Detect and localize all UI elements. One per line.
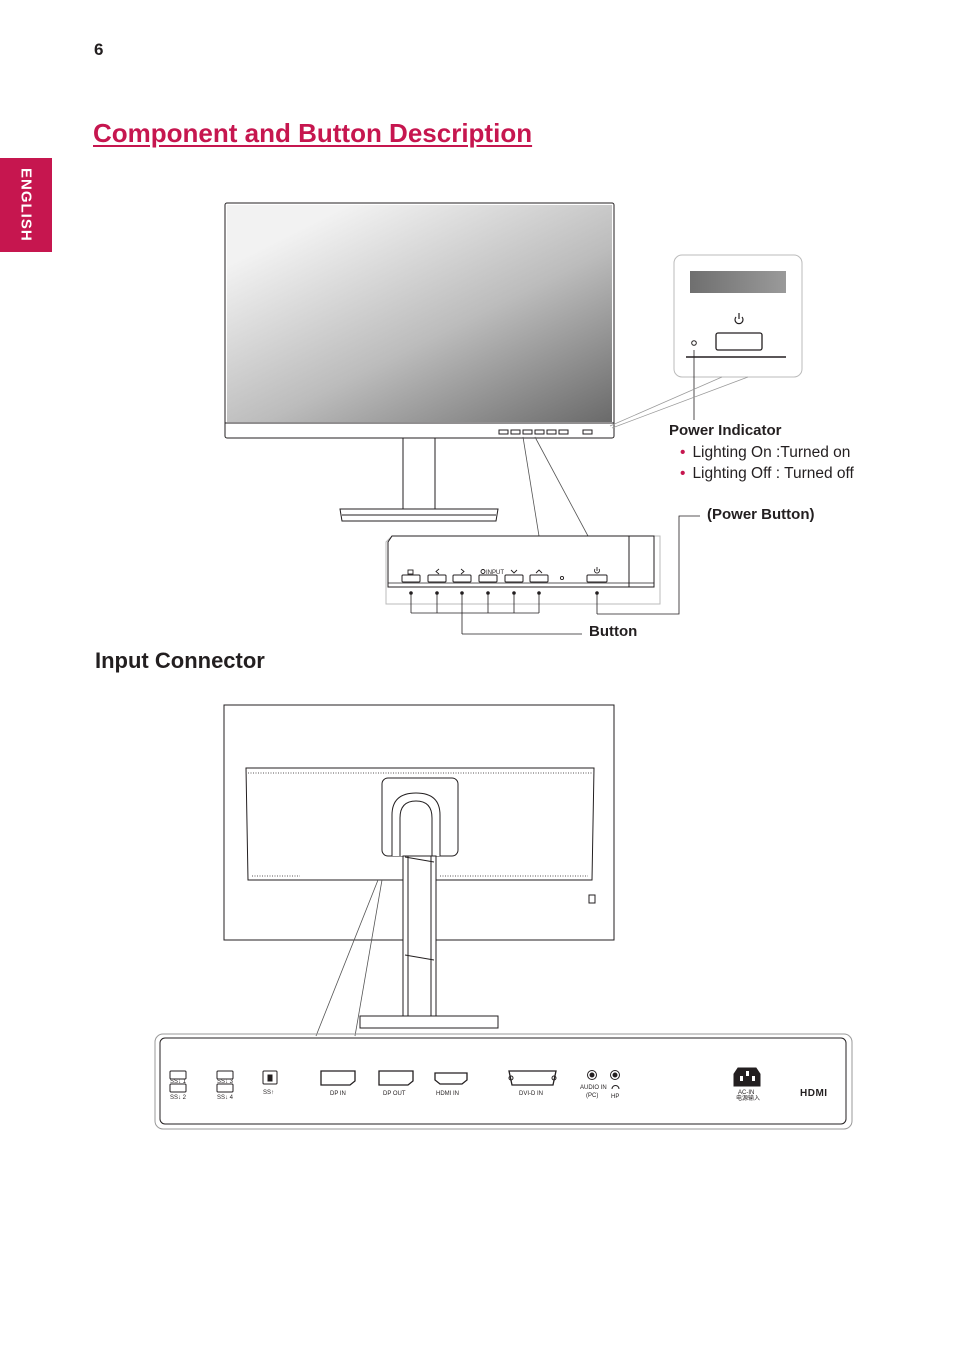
page-title: Component and Button Description bbox=[93, 118, 533, 148]
button-panel-zoom: INPUT bbox=[385, 436, 700, 635]
page-number: 6 bbox=[94, 40, 104, 59]
chevron-left-icon bbox=[435, 568, 440, 575]
headphone-label: HP bbox=[611, 1094, 619, 1100]
bullet-icon: • bbox=[680, 465, 686, 482]
panel-buttons bbox=[401, 574, 608, 583]
usb-1-label: SS↓ 1 bbox=[170, 1079, 187, 1085]
power-state-on: • Lighting On :Turned on bbox=[680, 444, 854, 462]
usb-3-label: SS↓ 3 bbox=[217, 1079, 234, 1085]
video-port-icons bbox=[320, 1070, 557, 1086]
power-indicator-label: Power Indicator bbox=[669, 422, 782, 439]
monitor-front bbox=[224, 202, 615, 522]
usb-upstream-label: SS↑ bbox=[263, 1090, 274, 1096]
led-icon bbox=[559, 575, 565, 581]
power-state-off: • Lighting Off : Turned off bbox=[680, 465, 854, 483]
audio-in-label: AUDIO IN bbox=[580, 1085, 607, 1091]
dp-out-label: DP OUT bbox=[383, 1091, 406, 1097]
monitor-rear bbox=[223, 704, 615, 1037]
input-button-text: INPUT bbox=[486, 570, 504, 576]
panel-button-icons bbox=[407, 567, 600, 581]
input-icon bbox=[480, 569, 486, 574]
power-state-off-text: Lighting Off : Turned off bbox=[692, 465, 854, 482]
button-callout-lines bbox=[409, 515, 700, 635]
chevron-up-icon bbox=[535, 569, 543, 574]
connector-labels: SS↓ 1 SS↓ 2 SS↓ 3 SS↓ 4 SS↑ DP IN DP OUT… bbox=[170, 1079, 828, 1102]
usb-4-label: SS↓ 4 bbox=[217, 1095, 234, 1101]
dvi-in-label: DVI-D IN bbox=[519, 1091, 543, 1097]
chevron-down-icon bbox=[510, 569, 518, 574]
audio-in-sub-label: (PC) bbox=[586, 1093, 598, 1099]
power-button-label: (Power Button) bbox=[707, 506, 815, 523]
front-button-row bbox=[498, 429, 593, 435]
lock-icon bbox=[588, 894, 596, 904]
language-tab: ENGLISH bbox=[0, 158, 52, 252]
hdmi-logo: HDMI bbox=[800, 1088, 828, 1099]
bullet-icon: • bbox=[680, 444, 686, 461]
usb-port-icons bbox=[169, 1070, 278, 1093]
power-indicator-zoom bbox=[609, 254, 803, 429]
hdmi-in-label: HDMI IN bbox=[436, 1091, 459, 1097]
ac-in-icon bbox=[733, 1067, 761, 1087]
menu-icon bbox=[407, 569, 414, 575]
audio-port-icons bbox=[587, 1070, 620, 1090]
power-indicator-states: • Lighting On :Turned on • Lighting Off : … bbox=[680, 444, 854, 486]
connector-panel bbox=[154, 1033, 853, 1130]
dp-in-label: DP IN bbox=[330, 1091, 346, 1097]
headphone-icon bbox=[611, 1085, 620, 1090]
power-icon bbox=[734, 313, 744, 325]
input-connector-title: Input Connector bbox=[95, 648, 265, 673]
ac-in-label: AC-IN bbox=[738, 1090, 754, 1096]
power-state-on-text: Lighting On :Turned on bbox=[692, 444, 851, 461]
button-label: Button bbox=[589, 623, 638, 640]
chevron-right-icon bbox=[460, 568, 465, 575]
usb-2-label: SS↓ 2 bbox=[170, 1095, 187, 1101]
language-tab-label: ENGLISH bbox=[17, 168, 35, 242]
power-led-icon bbox=[691, 340, 697, 346]
ac-in-sub-label: 电源输入 bbox=[736, 1094, 760, 1102]
power-icon-small bbox=[594, 567, 600, 574]
